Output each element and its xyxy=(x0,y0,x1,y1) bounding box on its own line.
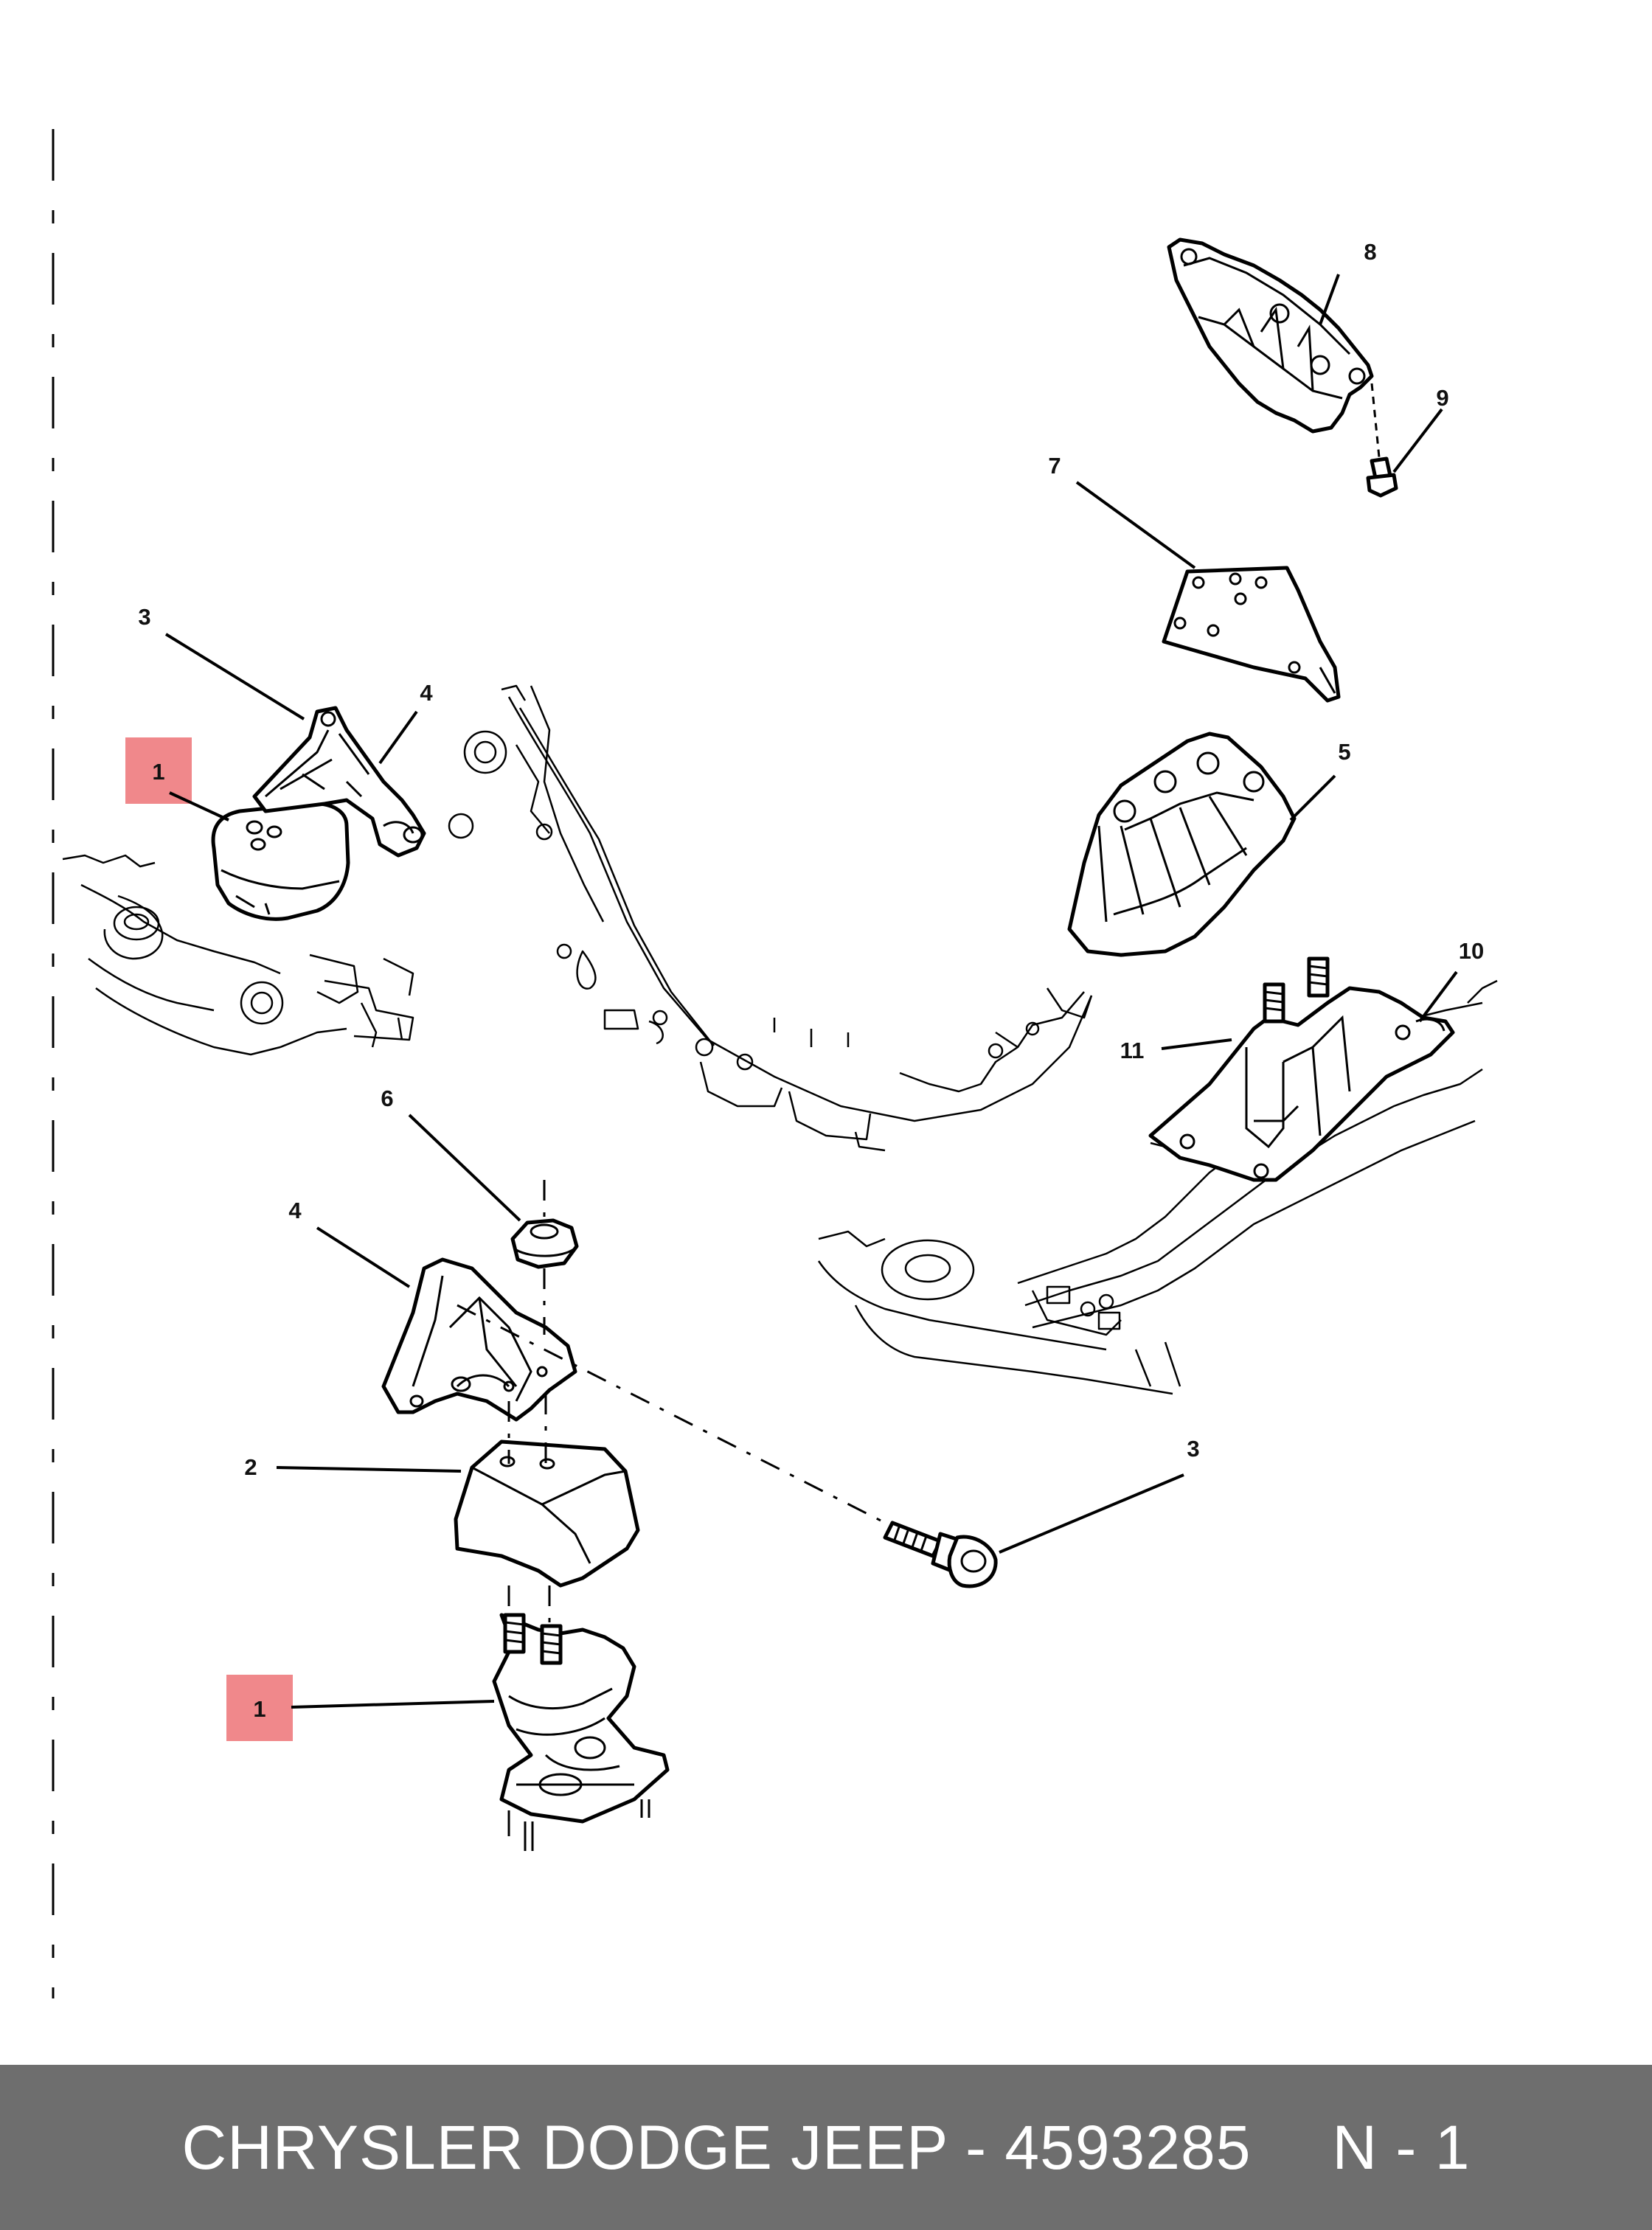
callout-10: 10 xyxy=(1459,938,1484,964)
callout-11: 11 xyxy=(1120,1038,1145,1063)
part-2-insulator xyxy=(454,1439,640,1588)
part-7-plate xyxy=(1162,566,1341,703)
callout-6: 6 xyxy=(381,1086,393,1111)
callout-1-upper: 1 xyxy=(152,759,164,785)
callout-3-lower: 3 xyxy=(1187,1436,1199,1462)
highlight-box-upper xyxy=(125,737,192,804)
part-8-bracket xyxy=(1167,237,1374,434)
callout-8: 8 xyxy=(1364,239,1376,265)
highlight-box-lower xyxy=(226,1675,293,1741)
callout-3-upper: 3 xyxy=(138,604,150,630)
installed-mount-assembly-left xyxy=(211,706,426,921)
callout-4-upper: 4 xyxy=(420,680,433,706)
assembly-centerlines xyxy=(457,1180,893,1626)
callout-9: 9 xyxy=(1436,385,1448,411)
part-11-rear-mount xyxy=(1148,956,1455,1182)
part-3-bolt xyxy=(883,1521,998,1588)
leader-lines xyxy=(164,274,1458,1709)
transmission-outline xyxy=(448,684,1093,1152)
footer-position-text: N - 1 xyxy=(1332,2112,1471,2182)
part-1-mount xyxy=(492,1613,670,1851)
callout-5: 5 xyxy=(1338,739,1350,765)
part-4-bracket xyxy=(381,1257,577,1422)
part-5-bracket xyxy=(1067,732,1297,957)
part-9-bolt xyxy=(1366,383,1398,498)
callout-1-lower: 1 xyxy=(253,1696,266,1722)
footer-part-text: CHRYSLER DODGE JEEP - 4593285 xyxy=(181,2112,1252,2182)
footer-bar: CHRYSLER DODGE JEEP - 4593285 N - 1 xyxy=(0,2065,1652,2230)
left-frame-rail xyxy=(62,854,414,1056)
callout-labels: 1 1 2 3 3 4 4 5 6 7 8 9 10 11 xyxy=(138,239,1484,1722)
callout-4-lower: 4 xyxy=(288,1198,302,1223)
exploded-parts-diagram: 1 1 2 3 3 4 4 5 6 7 8 9 10 11 xyxy=(52,129,1498,1998)
part-6-nut xyxy=(510,1218,579,1269)
callout-7: 7 xyxy=(1048,453,1061,479)
callout-2: 2 xyxy=(244,1454,257,1480)
